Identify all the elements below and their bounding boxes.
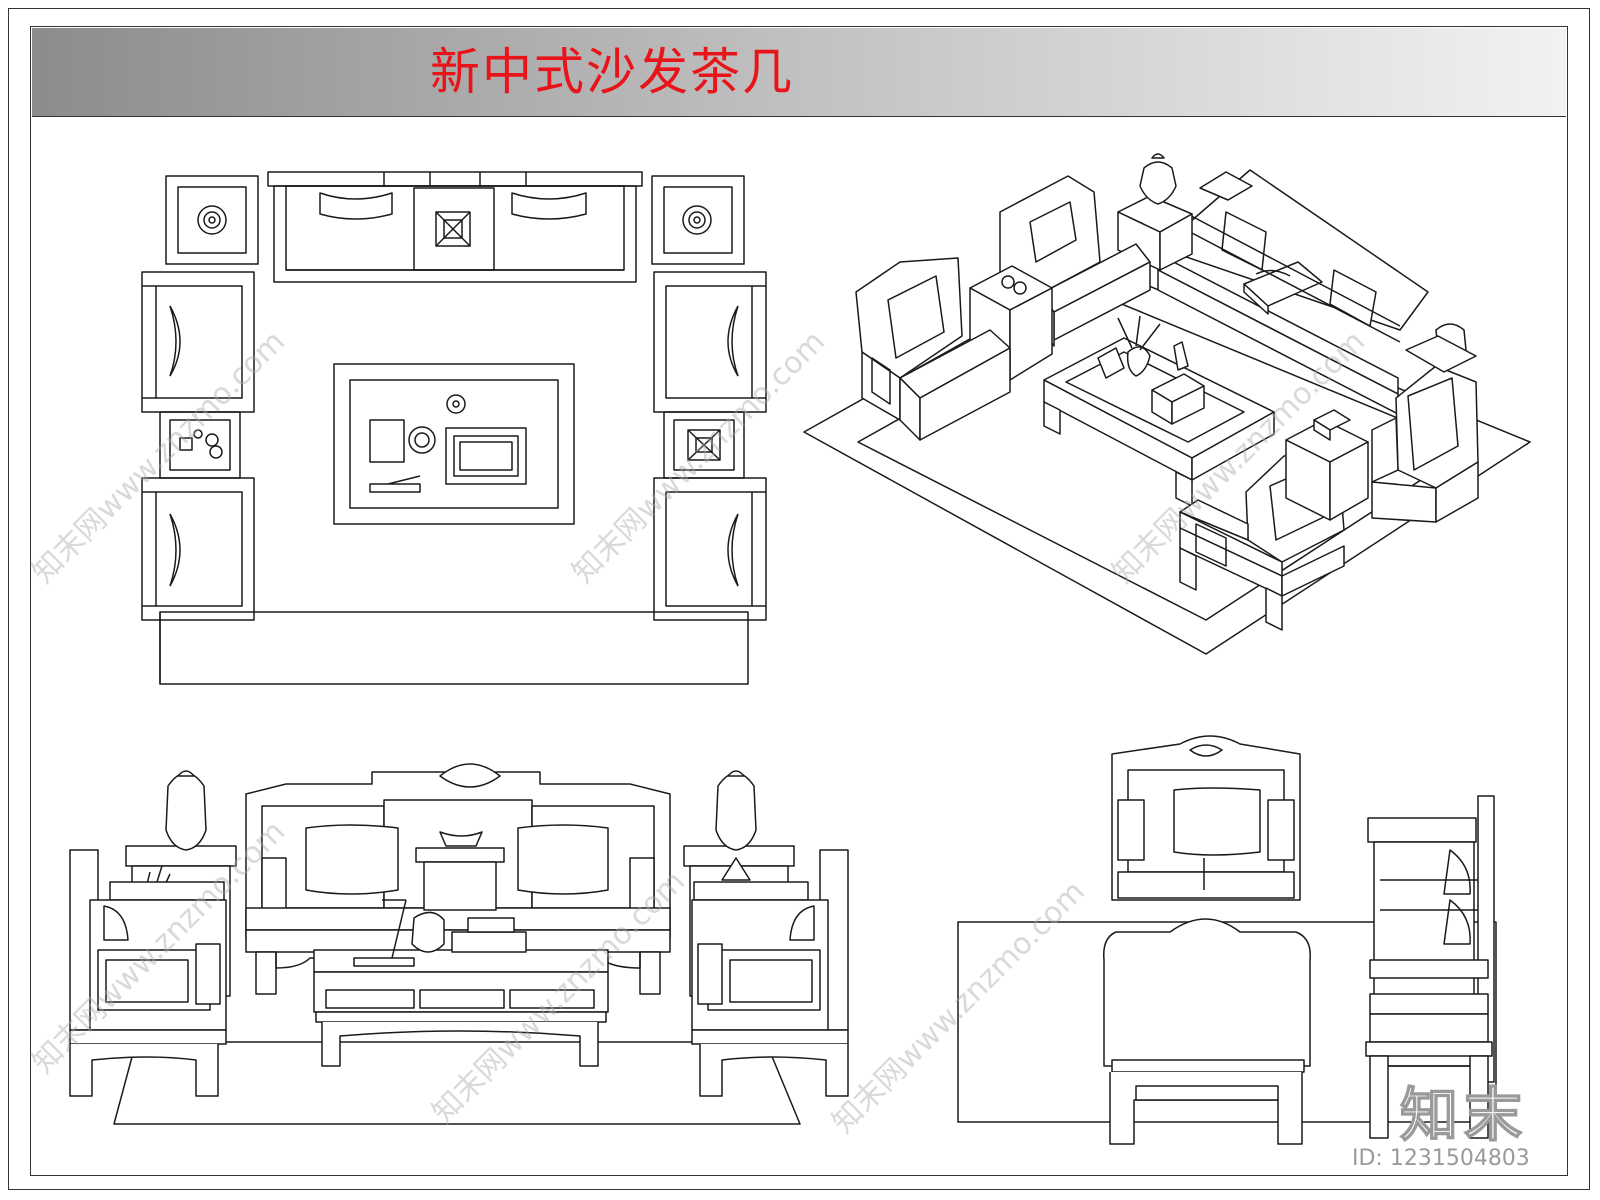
iso-armchair-left [855,257,1011,441]
iso-armchair-right [1371,323,1479,523]
plan-view [141,171,767,685]
front-tea-table [415,831,505,911]
iso-armchair-front [1179,453,1345,631]
plan-coffee-table [333,363,575,525]
plan-sofa [267,171,643,283]
image-id-label: ID: 1231504803 [1352,1146,1530,1171]
isometric-view [803,153,1531,655]
side-rug [957,921,1497,1123]
page-title: 新中式沙发茶几 [430,43,794,101]
side-armchair-back [1111,735,1301,901]
plan-armchair-right-1 [653,271,767,413]
iso-small-table-right [1285,409,1369,521]
znzmo-logo: 知末 [1399,1080,1529,1150]
front-armchair-right [691,849,849,1097]
iso-sofa [1157,169,1429,415]
plan-corner-table-right [651,175,745,265]
plan-side-table-left [159,411,241,479]
plan-armchair-right-2 [653,477,767,621]
plan-corner-table-left [165,175,259,265]
side-armchair-profile [1365,795,1495,1139]
plan-side-table-right [663,411,745,479]
iso-coffee-table [1043,315,1275,507]
plan-rug [159,611,749,685]
side-elevation [957,735,1497,1145]
side-armchair-front [1103,918,1311,1145]
iso-corner-table [1117,153,1193,271]
front-rug [113,1041,801,1125]
outer-border [8,8,1590,1190]
plan-armchair-left-1 [141,271,255,413]
inner-border [30,26,1568,1176]
front-armchair-left [69,849,227,1097]
front-coffee-table [313,899,609,1067]
front-elevation [69,763,849,1125]
plan-armchair-left-2 [141,477,255,621]
title-bar: 新中式沙发茶几 [32,28,1566,117]
iso-armchair-back-left [999,175,1151,347]
